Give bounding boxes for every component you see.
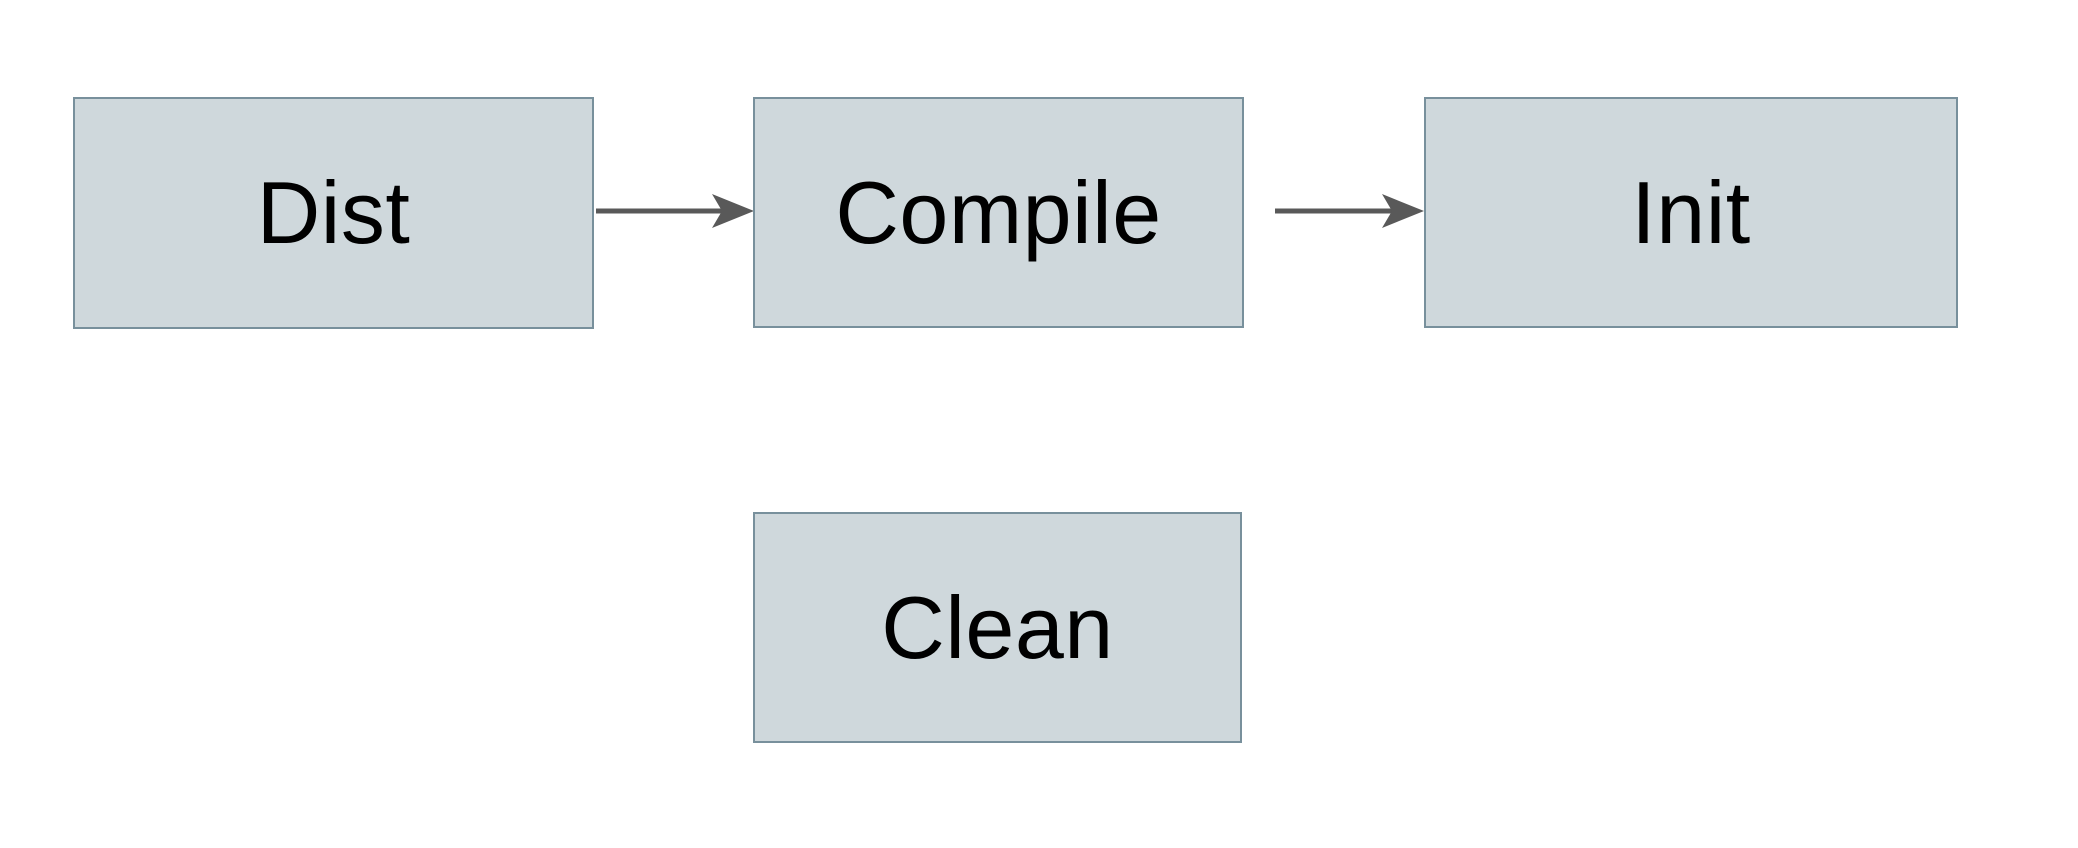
node-init-label: Init bbox=[1631, 162, 1751, 262]
node-clean-label: Clean bbox=[881, 577, 1114, 677]
node-dist[interactable]: Dist bbox=[73, 97, 594, 329]
node-compile[interactable]: Compile bbox=[753, 97, 1244, 328]
edge-dist-to-compile-arrowhead bbox=[712, 194, 754, 228]
node-clean[interactable]: Clean bbox=[753, 512, 1242, 743]
node-dist-label: Dist bbox=[256, 163, 411, 262]
node-init[interactable]: Init bbox=[1424, 97, 1958, 328]
edge-compile-to-init bbox=[1275, 194, 1424, 228]
edge-compile-to-init-arrowhead bbox=[1382, 194, 1424, 228]
edge-dist-to-compile bbox=[596, 194, 754, 228]
node-compile-label: Compile bbox=[835, 162, 1162, 262]
